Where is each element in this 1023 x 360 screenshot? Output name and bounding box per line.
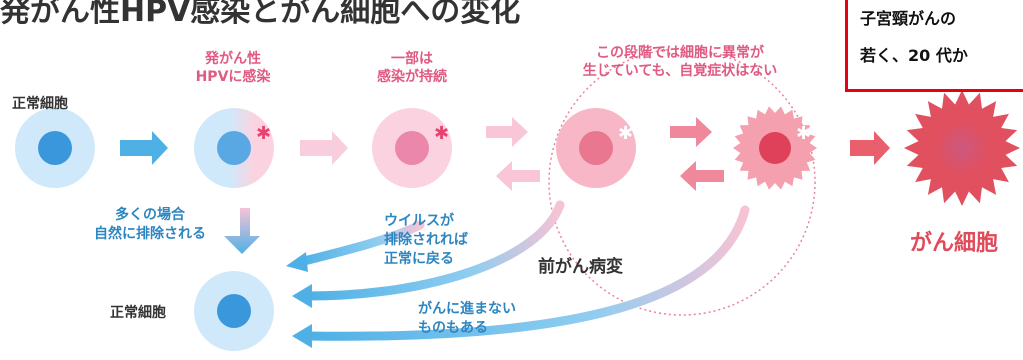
virus-mark-icon: ✱	[796, 123, 811, 144]
virus-mark-icon: ✱	[434, 123, 449, 144]
label-virus-eliminated-line3: 正常に戻る	[384, 251, 454, 267]
arrow-return-from-persistent	[295, 220, 425, 267]
label-stage-note-line1: この段階では細胞に異常が	[596, 45, 764, 61]
diagram-title: 発がん性HPV感染とがん細胞への変化	[0, 0, 521, 29]
virus-mark-icon: ✱	[618, 123, 633, 144]
arrow-down-eliminated	[224, 208, 260, 254]
label-virus-eliminated-line1: ウイルスが	[384, 213, 454, 229]
label-normal-cell-top: 正常細胞	[12, 96, 68, 112]
label-infection-persists: 一部は 感染が持続	[362, 50, 462, 86]
label-virus-eliminated: ウイルスが 排除されれば 正常に戻る	[384, 212, 468, 269]
label-not-progress: がんに進まない ものもある	[418, 300, 516, 338]
arrow-back-pink	[680, 161, 724, 191]
label-normal-cell-bottom: 正常細胞	[110, 305, 166, 321]
precancer-dotted-circle	[548, 48, 816, 316]
label-infection-persists-line2: 感染が持続	[377, 69, 447, 85]
arrow-right-blue	[120, 131, 168, 165]
label-hpv-infection-line1: 発がん性	[205, 51, 261, 67]
arrow-return-from-precancer-2-head	[292, 324, 312, 348]
arrow-back-light-pink	[496, 161, 540, 191]
label-infection-persists-line1: 一部は	[391, 51, 433, 67]
virus-mark-icon: ✱	[256, 123, 271, 144]
cancer-cell	[904, 90, 1020, 206]
arrow-right-light-pink	[300, 131, 348, 165]
label-often-eliminated-line2: 自然に排除される	[94, 226, 206, 242]
label-often-eliminated-line1: 多くの場合	[115, 207, 185, 223]
arrow-return-from-precancer-1-head	[292, 284, 312, 308]
normal-cell-bottom	[194, 271, 274, 351]
label-virus-eliminated-line2: 排除されれば	[384, 232, 468, 248]
label-hpv-infection: 発がん性 HPVに感染	[183, 50, 283, 86]
precancer-cell-2: ✱	[733, 106, 817, 190]
persistent-infected-cell: ✱	[372, 108, 452, 188]
label-not-progress-line2: ものもある	[418, 320, 488, 336]
notice-line2: 若く、20 代か	[860, 46, 968, 65]
label-cancer-cell: がん細胞	[910, 231, 999, 256]
arrow-right-red	[850, 131, 890, 165]
arrow-return-from-precancer-2	[303, 205, 750, 341]
arrow-return-from-precancer-1	[303, 200, 565, 301]
label-often-eliminated: 多くの場合 自然に排除される	[80, 206, 220, 244]
label-stage-note: この段階では細胞に異常が 生じていても、自覚症状はない	[560, 44, 800, 80]
arrow-forward-light-pink	[486, 117, 528, 147]
label-precancerous: 前がん病変	[538, 257, 623, 277]
precancer-cell-1: ✱	[556, 108, 636, 188]
hpv-infected-cell: ✱	[194, 108, 274, 188]
label-stage-note-line2: 生じていても、自覚症状はない	[582, 63, 778, 79]
notice-box: 子宮頸がんの 若く、20 代か	[845, 0, 1023, 92]
normal-cell-top	[15, 108, 95, 188]
arrow-return-from-persistent-head	[286, 252, 308, 272]
label-hpv-infection-line2: HPVに感染	[195, 69, 271, 85]
notice-line1: 子宮頸がんの	[860, 9, 957, 28]
arrow-forward-pink	[670, 117, 712, 147]
label-not-progress-line1: がんに進まない	[418, 301, 516, 317]
